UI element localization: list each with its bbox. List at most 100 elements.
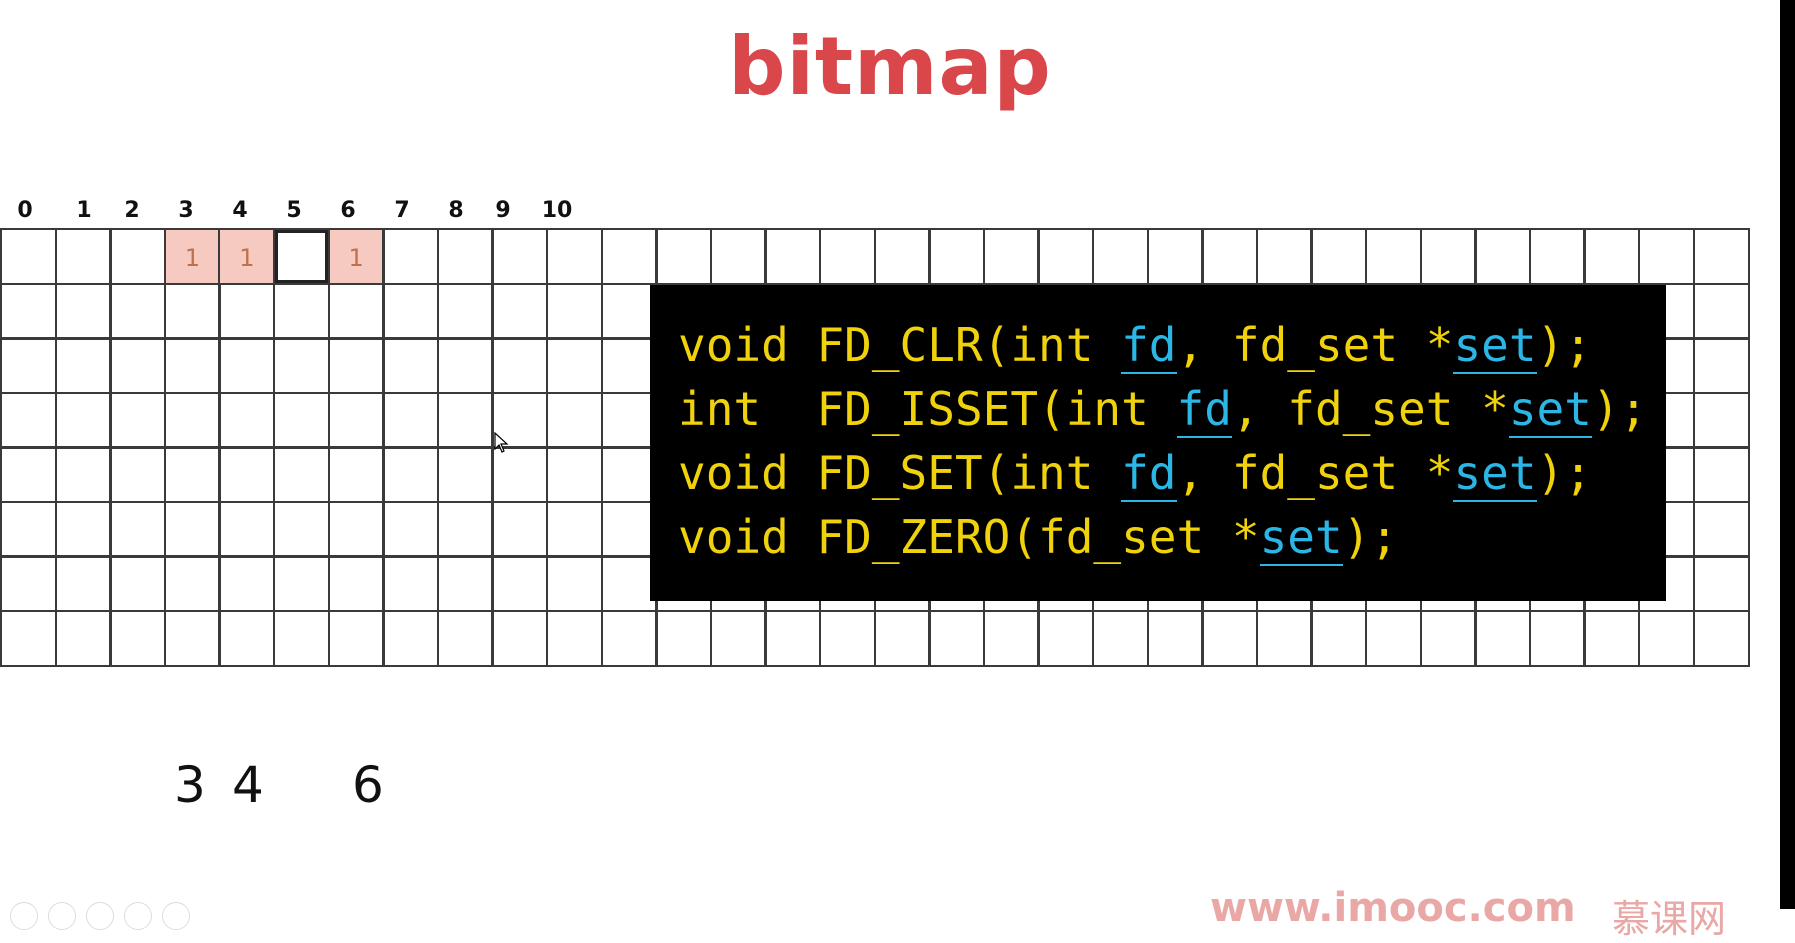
bitmap-cell — [600, 609, 658, 667]
bitmap-cell — [273, 337, 331, 394]
bitmap-cell — [1638, 228, 1696, 285]
bitmap-cell — [1146, 609, 1204, 667]
bitmap-cell — [0, 337, 58, 394]
bitmap-cell — [1255, 228, 1313, 285]
bitmap-cell — [764, 609, 822, 667]
bitmap-cell — [436, 500, 494, 558]
bitmap-cell — [928, 609, 986, 667]
bitmap-cell — [273, 500, 331, 558]
bitmap-cell — [109, 337, 167, 394]
bitmap-cell — [600, 228, 658, 285]
bitmap-cell — [1310, 609, 1368, 667]
bitmap-cell — [491, 555, 549, 612]
bitmap-cell — [1692, 391, 1750, 449]
mouse-cursor-icon — [494, 432, 509, 453]
bitmap-cell — [1255, 609, 1313, 667]
bitmap-cell — [1092, 228, 1150, 285]
bitmap-cell — [1692, 609, 1750, 667]
player-dot-icon[interactable] — [48, 902, 76, 930]
column-label: 7 — [394, 198, 410, 223]
bitmap-cell — [655, 228, 713, 285]
bitmap-cell — [109, 500, 167, 558]
bitmap-cell — [1092, 609, 1150, 667]
bitmap-cell — [109, 282, 167, 340]
code-line-fd-zero: void FD_ZERO(fd_set *set); — [678, 510, 1399, 566]
bitmap-cell — [819, 228, 877, 285]
bottom-number-4: 4 — [232, 756, 264, 814]
bitmap-cell — [1692, 228, 1750, 285]
bitmap-cell — [1365, 609, 1423, 667]
bitmap-cell — [0, 446, 58, 503]
bitmap-cell — [327, 446, 385, 503]
bitmap-cell — [1692, 555, 1750, 612]
column-label: 6 — [340, 198, 356, 223]
column-label: 0 — [17, 198, 33, 223]
bitmap-cell — [327, 555, 385, 612]
bitmap-cell — [218, 500, 276, 558]
bitmap-cell — [54, 446, 112, 503]
player-dot-icon[interactable] — [162, 902, 190, 930]
bitmap-cell — [546, 228, 604, 285]
bitmap-cell — [54, 609, 112, 667]
bitmap-cell — [327, 282, 385, 340]
player-dot-icon[interactable] — [124, 902, 152, 930]
bitmap-cell — [163, 337, 221, 394]
code-line-fd-isset: int FD_ISSET(int fd, fd_set *set); — [678, 382, 1648, 438]
bitmap-cell: 1 — [327, 228, 385, 285]
bit-value: 1 — [239, 244, 255, 272]
bitmap-cell — [54, 500, 112, 558]
watermark-site: www.imooc.com — [1210, 885, 1576, 931]
bitmap-cell — [546, 500, 604, 558]
bitmap-cell — [436, 609, 494, 667]
bitmap-cell — [873, 228, 931, 285]
bitmap-cell — [382, 555, 440, 612]
bitmap-cell — [491, 500, 549, 558]
bitmap-cell — [0, 228, 58, 285]
right-edge-bar — [1780, 0, 1795, 909]
bitmap-cell — [327, 391, 385, 449]
bitmap-cell — [1419, 228, 1477, 285]
bitmap-cell — [0, 609, 58, 667]
bitmap-cell — [709, 228, 767, 285]
bottom-number-6: 6 — [352, 756, 384, 814]
bitmap-cell — [546, 282, 604, 340]
player-dot-icon[interactable] — [86, 902, 114, 930]
bitmap-cell — [764, 228, 822, 285]
bitmap-cell — [273, 555, 331, 612]
bitmap-cell — [273, 228, 331, 285]
bitmap-cell — [273, 446, 331, 503]
watermark-logo: 慕课网 — [1612, 897, 1727, 941]
player-dot-icon[interactable] — [10, 902, 38, 930]
bitmap-cell — [1201, 228, 1259, 285]
bitmap-cell — [1638, 609, 1696, 667]
bitmap-cell — [546, 446, 604, 503]
bitmap-cell — [1146, 228, 1204, 285]
bitmap-cell — [1037, 228, 1095, 285]
bitmap-cell — [436, 555, 494, 612]
bit-value: 1 — [184, 244, 200, 272]
bitmap-cell — [327, 609, 385, 667]
bitmap-cell — [546, 391, 604, 449]
bitmap-cell — [1201, 609, 1259, 667]
bitmap-cell — [218, 609, 276, 667]
column-label: 8 — [448, 198, 464, 223]
bitmap-cell — [109, 391, 167, 449]
bitmap-cell — [109, 609, 167, 667]
bitmap-cell — [546, 555, 604, 612]
bitmap-cell — [436, 391, 494, 449]
bitmap-cell — [491, 282, 549, 340]
bitmap-cell — [1474, 228, 1532, 285]
player-controls — [10, 902, 200, 935]
bit-value: 1 — [348, 244, 364, 272]
bitmap-cell — [1692, 337, 1750, 394]
bitmap-cell — [54, 555, 112, 612]
bitmap-cell — [436, 228, 494, 285]
bitmap-cell — [273, 609, 331, 667]
bitmap-cell — [382, 282, 440, 340]
bitmap-cell — [1583, 228, 1641, 285]
bitmap-cell — [218, 337, 276, 394]
bitmap-cell — [436, 337, 494, 394]
bitmap-cell — [273, 282, 331, 340]
bitmap-cell — [273, 391, 331, 449]
bitmap-cell — [1365, 228, 1423, 285]
